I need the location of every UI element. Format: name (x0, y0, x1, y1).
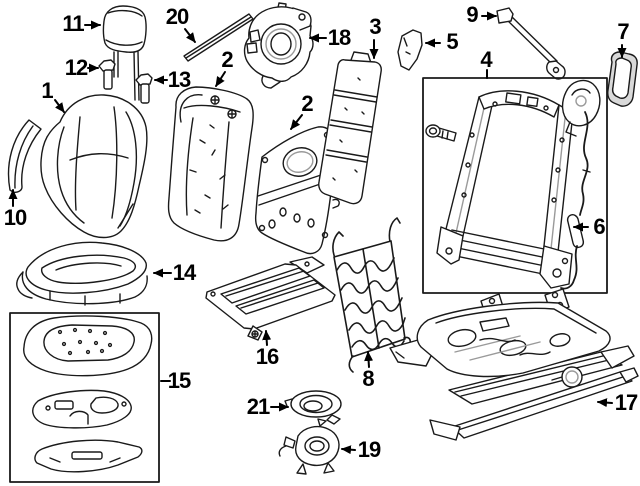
callout-2b[interactable]: 2 (301, 91, 313, 116)
part-small-bracket (398, 30, 422, 70)
callout-arrows (8, 11, 627, 455)
callout-18[interactable]: 18 (327, 25, 352, 50)
callout-6[interactable]: 6 (593, 214, 605, 239)
part-frame-box (423, 78, 607, 293)
part-seat-back-pad (169, 87, 254, 241)
callout-16[interactable]: 16 (255, 344, 280, 369)
part-seat-back-cover (41, 95, 147, 238)
callout-15[interactable]: 15 (167, 368, 192, 393)
part-cushion-kit (24, 316, 152, 472)
part-strut (497, 8, 565, 79)
part-seat-fan (279, 419, 339, 474)
part-trim-rod (184, 14, 253, 61)
callout-5[interactable]: 5 (446, 29, 458, 54)
part-headrest (103, 6, 146, 100)
callout-4[interactable]: 4 (480, 47, 492, 72)
callout-14[interactable]: 14 (172, 260, 197, 285)
part-spacer-ring (285, 391, 341, 424)
part-lumbar-mat (333, 218, 410, 372)
callout-13[interactable]: 13 (167, 67, 192, 92)
part-guide-sleeve-12 (99, 60, 115, 89)
callout-8[interactable]: 8 (362, 366, 374, 391)
callout-12[interactable]: 12 (64, 55, 89, 80)
callout-10[interactable]: 10 (3, 205, 28, 230)
part-seat-cushion (17, 242, 147, 305)
callout-3[interactable]: 3 (369, 14, 381, 39)
part-blower-motor (245, 3, 313, 88)
callout-9[interactable]: 9 (466, 2, 478, 27)
callout-11[interactable]: 11 (62, 11, 84, 36)
part-seat-back-panel (256, 127, 340, 254)
callout-1[interactable]: 1 (41, 78, 53, 103)
callout-7[interactable]: 7 (617, 19, 629, 44)
part-seat-track (390, 289, 638, 440)
part-seat-back-frame (426, 81, 600, 345)
part-grommet (608, 52, 637, 106)
part-side-shield (319, 52, 382, 204)
part-seat-pan (206, 257, 335, 340)
part-guide-sleeve-13 (136, 74, 152, 103)
part-side-bolster (9, 120, 41, 192)
callout-2a[interactable]: 2 (221, 47, 233, 72)
part-cushion-kit-box (10, 313, 159, 482)
callout-17[interactable]: 17 (614, 390, 639, 415)
callout-20[interactable]: 20 (165, 4, 190, 29)
callout-21[interactable]: 21 (246, 394, 271, 419)
callout-19[interactable]: 19 (357, 437, 382, 462)
